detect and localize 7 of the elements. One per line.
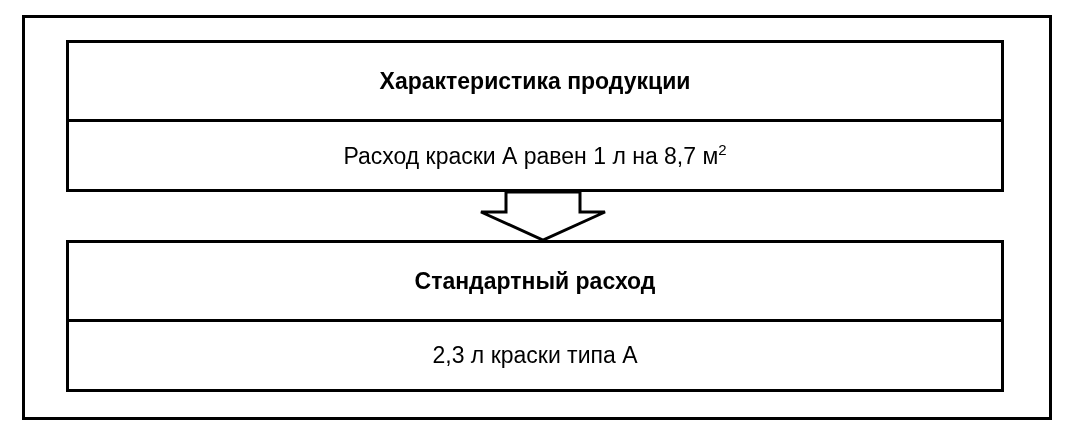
heading-text: Характеристика продукции <box>379 67 691 95</box>
table-box <box>66 240 1004 392</box>
heading-text: Стандартный расход <box>414 267 656 295</box>
table-box <box>66 40 1004 192</box>
body-text: 2,3 л краски типа А <box>432 342 638 369</box>
body-text: Расход краски А равен 1 л на 8,7 м$^{2}$ <box>343 141 727 170</box>
block-arrow <box>479 190 607 242</box>
